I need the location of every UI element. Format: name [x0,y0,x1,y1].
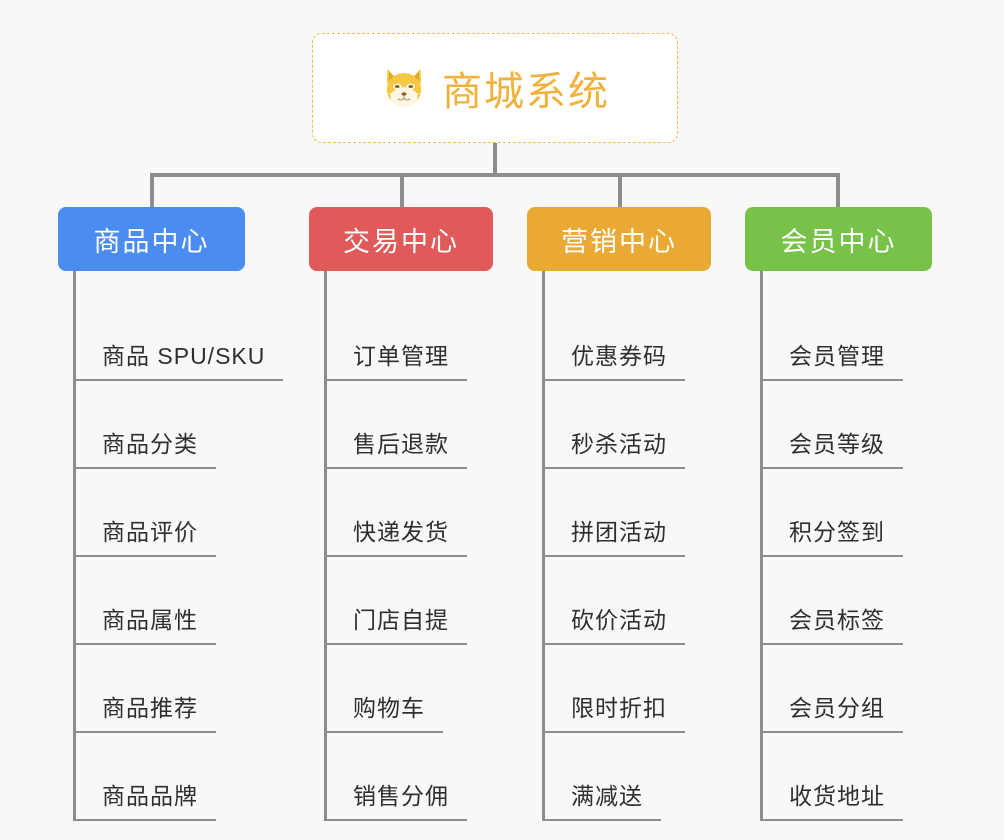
connector-horizontal-bus [150,173,840,177]
list-item[interactable]: 拼团活动 [545,469,747,557]
list-item[interactable]: 秒杀活动 [545,381,747,469]
list-item-label: 会员等级 [789,431,885,457]
category-box-product[interactable]: 商品中心 [58,207,245,271]
category-column-member: 会员中心 会员管理 会员等级 积分签到 会员标签 会员分组 收货地址 [745,207,965,821]
list-item-label: 收货地址 [789,783,885,809]
connector-drop-4 [836,173,840,207]
category-column-marketing: 营销中心 优惠券码 秒杀活动 拼团活动 砍价活动 限时折扣 满减送 [527,207,747,821]
list-item-label: 会员标签 [789,607,885,633]
list-item-label: 售后退款 [353,431,449,457]
list-item-label: 订单管理 [353,343,449,369]
list-item-label: 限时折扣 [571,695,667,721]
list-item[interactable]: 收货地址 [763,733,965,821]
list-item[interactable]: 商品分类 [76,381,288,469]
root-title: 商城系统 [442,70,610,114]
list-item-label: 砍价活动 [571,607,667,633]
child-list-marketing: 优惠券码 秒杀活动 拼团活动 砍价活动 限时折扣 满减送 [542,271,747,821]
list-item[interactable]: 商品 SPU/SKU [76,293,288,381]
category-label: 交易中心 [343,226,459,257]
list-item-label: 满减送 [571,783,643,809]
category-column-product: 商品中心 商品 SPU/SKU 商品分类 商品评价 商品属性 商品推荐 商品品牌 [58,207,288,821]
connector-root-stem [493,143,497,175]
list-item[interactable]: 售后退款 [327,381,529,469]
category-label: 商品中心 [93,226,210,257]
list-item-label: 商品分类 [102,431,198,457]
list-item[interactable]: 会员管理 [763,293,965,381]
category-label: 营销中心 [561,226,677,257]
list-item-label: 会员管理 [789,343,885,369]
list-item[interactable]: 限时折扣 [545,645,747,733]
child-list-member: 会员管理 会员等级 积分签到 会员标签 会员分组 收货地址 [760,271,965,821]
list-item[interactable]: 会员标签 [763,557,965,645]
list-item-label: 商品品牌 [102,783,198,809]
list-item[interactable]: 购物车 [327,645,529,733]
list-item-label: 会员分组 [789,695,885,721]
list-item[interactable]: 订单管理 [327,293,529,381]
category-column-trade: 交易中心 订单管理 售后退款 快递发货 门店自提 购物车 销售分佣 [309,207,529,821]
list-item-label: 商品推荐 [102,695,198,721]
root-node[interactable]: 商城系统 [312,33,678,143]
list-item[interactable]: 商品品牌 [76,733,288,821]
list-item-label: 优惠券码 [571,343,667,369]
list-item-label: 拼团活动 [571,519,667,545]
connector-drop-1 [150,173,154,207]
list-item-label: 商品属性 [102,607,198,633]
category-box-trade[interactable]: 交易中心 [309,207,493,271]
shiba-dog-face-icon [380,64,428,112]
list-item[interactable]: 商品评价 [76,469,288,557]
list-item[interactable]: 满减送 [545,733,747,821]
category-box-marketing[interactable]: 营销中心 [527,207,711,271]
category-box-member[interactable]: 会员中心 [745,207,932,271]
list-item-label: 销售分佣 [353,783,449,809]
list-item-label: 门店自提 [353,607,449,633]
list-item[interactable]: 商品推荐 [76,645,288,733]
child-list-product: 商品 SPU/SKU 商品分类 商品评价 商品属性 商品推荐 商品品牌 [73,271,288,821]
list-item[interactable]: 会员分组 [763,645,965,733]
child-list-trade: 订单管理 售后退款 快递发货 门店自提 购物车 销售分佣 [324,271,529,821]
list-item[interactable]: 销售分佣 [327,733,529,821]
list-item[interactable]: 积分签到 [763,469,965,557]
list-item[interactable]: 优惠券码 [545,293,747,381]
connector-drop-3 [618,173,622,207]
list-item-label: 购物车 [353,695,425,721]
list-item[interactable]: 门店自提 [327,557,529,645]
list-item[interactable]: 商品属性 [76,557,288,645]
list-item[interactable]: 会员等级 [763,381,965,469]
list-item-label: 商品 SPU/SKU [102,343,266,369]
connector-drop-2 [400,173,404,207]
list-item-label: 秒杀活动 [571,431,667,457]
list-item[interactable]: 快递发货 [327,469,529,557]
category-label: 会员中心 [780,226,897,257]
list-item-label: 快递发货 [353,519,449,545]
list-item[interactable]: 砍价活动 [545,557,747,645]
list-item-label: 商品评价 [102,519,198,545]
list-item-label: 积分签到 [789,519,885,545]
